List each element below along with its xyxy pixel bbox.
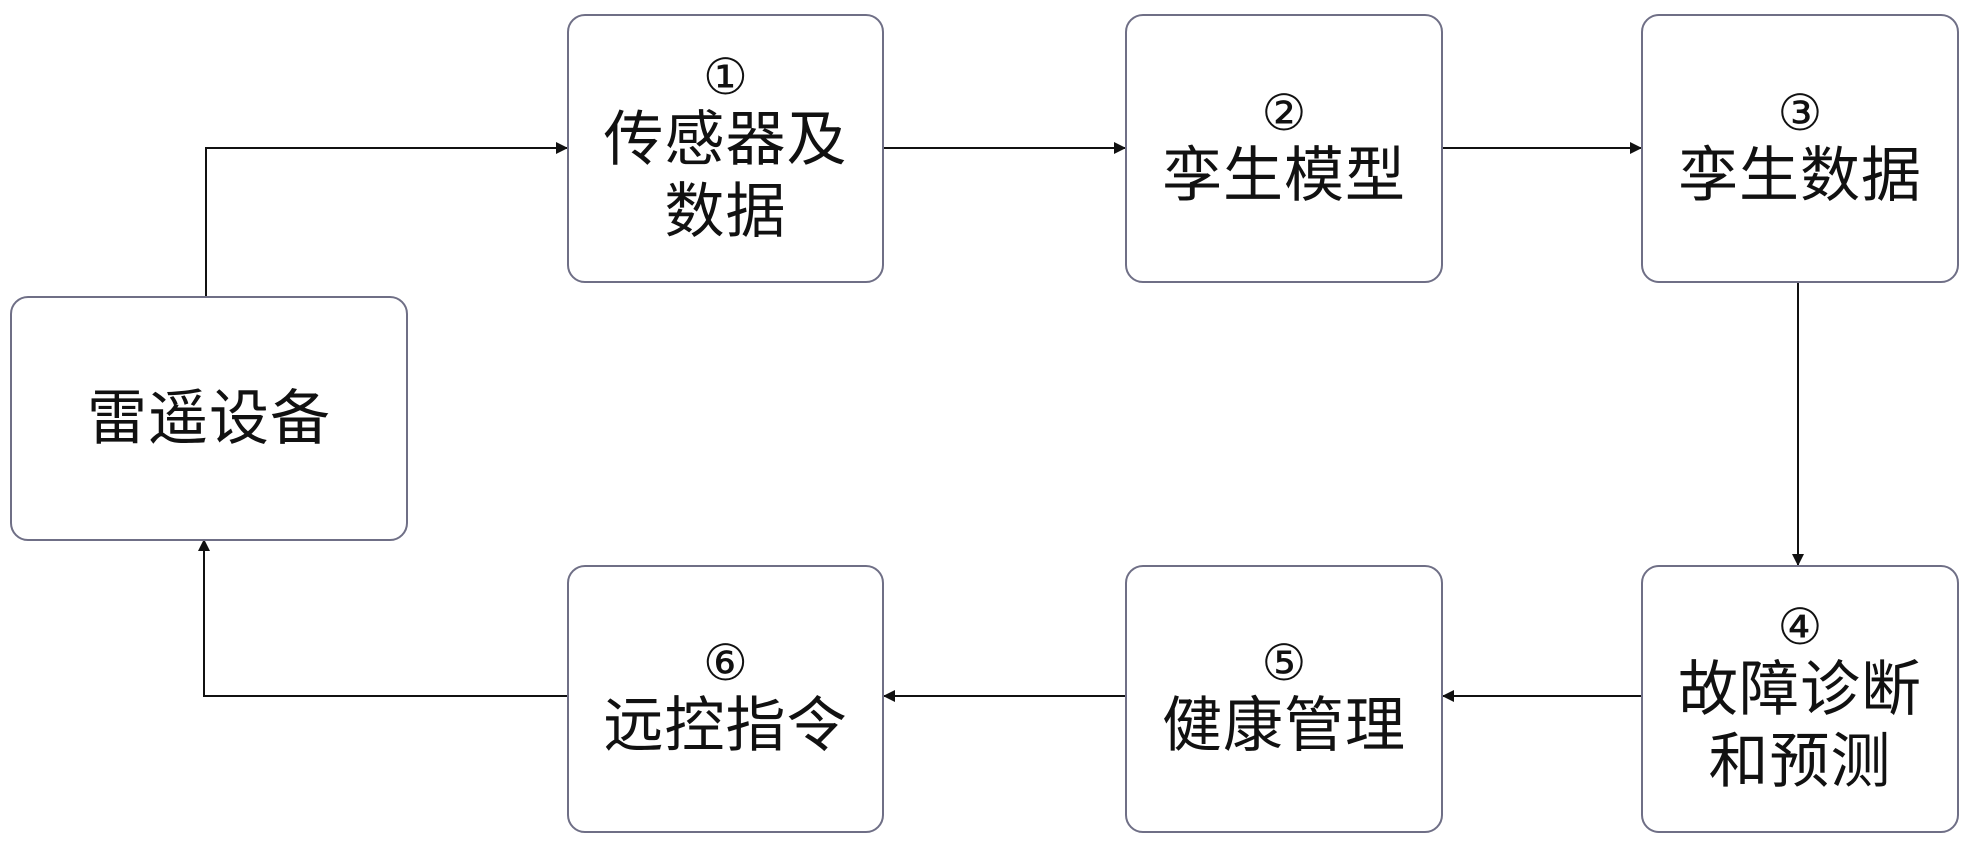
node-health-label: 健康管理 bbox=[1162, 691, 1406, 761]
node-twin-data-label: 孪生数据 bbox=[1678, 140, 1922, 211]
arrow-remote-to-radar bbox=[198, 539, 567, 697]
node-remote-number: ⑥ bbox=[703, 634, 748, 692]
node-radar-equipment: 雷遥设备 bbox=[10, 296, 408, 541]
node-remote-label: 远控指令 bbox=[603, 691, 848, 761]
arrow-radar-to-sensors bbox=[205, 142, 568, 296]
node-radar-equipment-label: 雷遥设备 bbox=[87, 383, 331, 454]
node-twin-model: ② 孪生模型 bbox=[1125, 14, 1443, 283]
node-health-management: ⑤ 健康管理 bbox=[1125, 565, 1443, 833]
node-sensors-and-data: ① 传感器及 数据 bbox=[567, 14, 884, 283]
node-sensors-label: 传感器及 数据 bbox=[603, 104, 848, 247]
node-twin-model-label: 孪生模型 bbox=[1162, 140, 1406, 211]
node-twin-data-number: ③ bbox=[1777, 83, 1823, 142]
node-remote-command: ⑥ 远控指令 bbox=[567, 565, 884, 833]
node-sensors-number: ① bbox=[703, 47, 748, 106]
node-fault-diagnosis: ④ 故障诊断 和预测 bbox=[1641, 565, 1959, 833]
node-fault-label: 故障诊断 和预测 bbox=[1678, 655, 1922, 797]
node-twin-model-number: ② bbox=[1261, 83, 1307, 142]
node-fault-number: ④ bbox=[1777, 598, 1823, 656]
node-twin-data: ③ 孪生数据 bbox=[1641, 14, 1959, 283]
node-health-number: ⑤ bbox=[1261, 634, 1307, 692]
